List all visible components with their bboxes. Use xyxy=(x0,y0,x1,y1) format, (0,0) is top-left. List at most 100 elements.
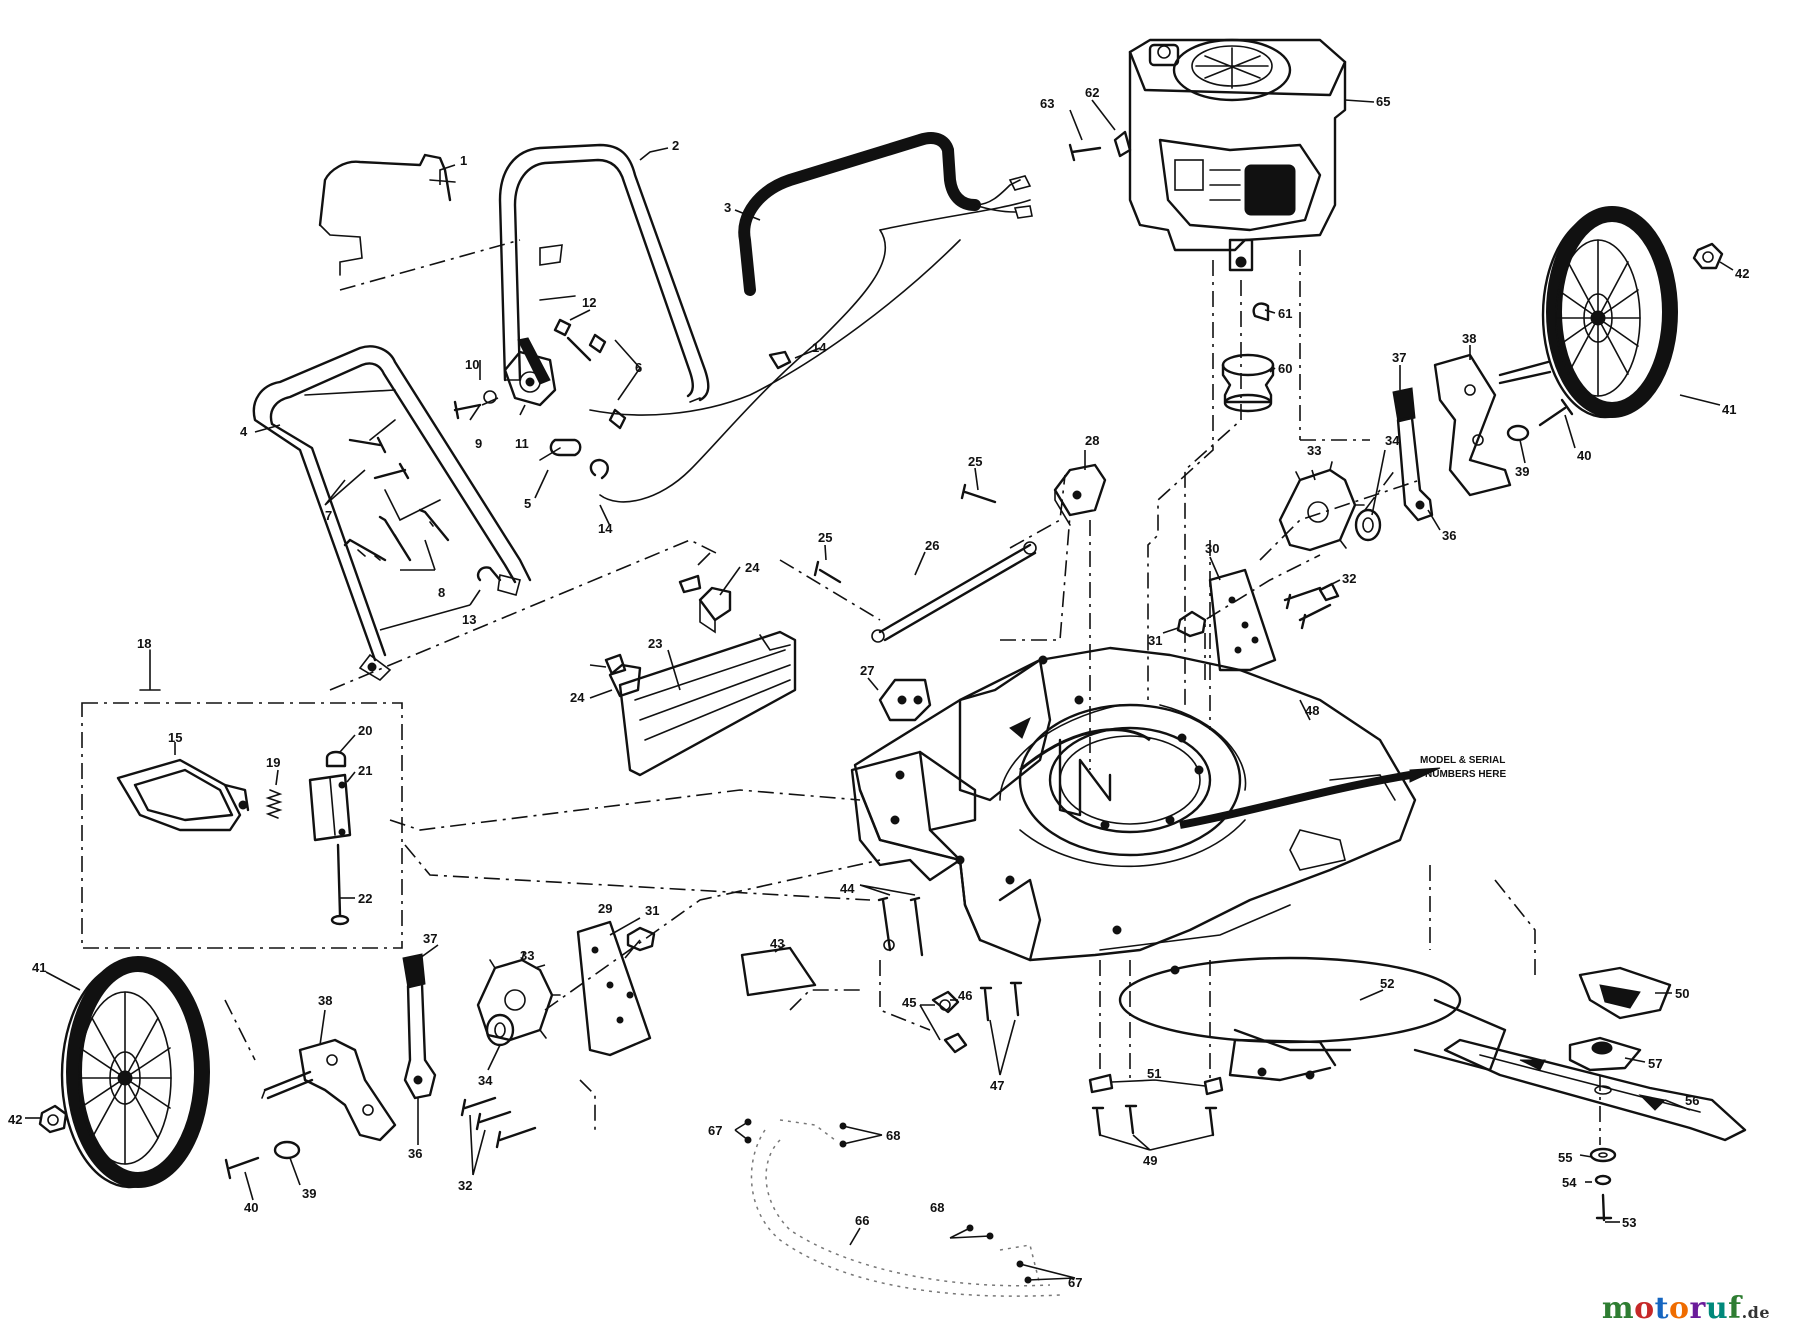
blade-deflector-50[interactable] xyxy=(1578,966,1672,1020)
bolts-45-46[interactable] xyxy=(931,990,968,1054)
plate-30[interactable] xyxy=(1208,568,1277,672)
callout-41-right: 41 xyxy=(1722,402,1736,417)
spacer-34-right[interactable] xyxy=(1354,508,1382,542)
bolts-67-68[interactable] xyxy=(744,1118,1032,1284)
lower-handle[interactable] xyxy=(252,345,532,682)
wheel-nut-42-left[interactable] xyxy=(38,1104,68,1134)
callout-32-left: 32 xyxy=(458,1178,472,1193)
wheel-hub-33-left[interactable] xyxy=(476,951,561,1042)
deck-rear-housing[interactable] xyxy=(850,750,1015,885)
blade-56[interactable] xyxy=(1443,1038,1747,1142)
wheel-nut-42-right[interactable] xyxy=(1692,242,1724,270)
callout-13: 13 xyxy=(462,612,476,627)
mulch-plug-15[interactable] xyxy=(116,758,250,832)
model-serial-note-line2: NUMBERS HERE xyxy=(1425,769,1506,780)
bolts-44[interactable] xyxy=(877,896,924,957)
callout-47: 47 xyxy=(990,1078,1004,1093)
callout-21: 21 xyxy=(358,763,372,778)
callout-labels: 1 2 3 4 5 6 7 8 9 10 11 12 13 14 14 15 1… xyxy=(8,85,1749,1290)
callout-10: 10 xyxy=(465,357,479,372)
washers-55-54-bolt-53[interactable] xyxy=(1589,1147,1617,1222)
axle-rod-26[interactable] xyxy=(813,483,1037,643)
key-61[interactable] xyxy=(1252,302,1270,322)
handle-bolts-8[interactable] xyxy=(343,508,450,562)
handle-bracket-11[interactable] xyxy=(503,337,557,407)
washer-39-bolt-40-left[interactable] xyxy=(224,1140,301,1180)
callout-19: 19 xyxy=(266,755,280,770)
bolt-51-49-set[interactable] xyxy=(1088,1073,1224,1137)
wheel-hub-33-right[interactable] xyxy=(1278,461,1365,552)
callout-68-upper: 68 xyxy=(886,1128,900,1143)
adjuster-38-left[interactable] xyxy=(261,1038,397,1142)
wheel-left-41[interactable] xyxy=(60,956,210,1189)
callout-24-lower: 24 xyxy=(570,690,585,705)
bolt-63-clip-62[interactable] xyxy=(1068,130,1132,162)
callout-29: 29 xyxy=(598,901,612,916)
rod-22[interactable] xyxy=(330,843,350,926)
callout-37-right: 37 xyxy=(1392,350,1406,365)
bolts-32-left[interactable] xyxy=(460,1096,537,1149)
callout-43: 43 xyxy=(770,936,784,951)
callout-30: 30 xyxy=(1205,541,1219,556)
callout-48: 48 xyxy=(1305,703,1319,718)
watermark-part: f xyxy=(1728,1291,1742,1326)
callout-22: 22 xyxy=(358,891,372,906)
spring-19-nut-20[interactable] xyxy=(265,750,352,842)
bolts-47[interactable] xyxy=(979,981,1023,1022)
callout-54: 54 xyxy=(1562,1175,1577,1190)
hardware-9-10[interactable] xyxy=(453,390,499,420)
callout-39-right: 39 xyxy=(1515,464,1529,479)
callout-56: 56 xyxy=(1685,1093,1699,1108)
callout-25-upper: 25 xyxy=(968,454,982,469)
bracket-27[interactable] xyxy=(878,678,932,722)
nut-31-right[interactable] xyxy=(1176,610,1207,638)
callout-25-lower: 25 xyxy=(818,530,832,545)
rear-skirt-23[interactable] xyxy=(618,630,797,777)
watermark-part: u xyxy=(1705,1291,1729,1326)
bag-frame-deflector[interactable] xyxy=(318,153,521,291)
pulley-60[interactable] xyxy=(1221,353,1275,413)
plate-29[interactable] xyxy=(576,920,652,1057)
callout-12: 12 xyxy=(582,295,596,310)
callout-9: 9 xyxy=(475,436,482,451)
control-bail-cable[interactable] xyxy=(738,132,1033,296)
blade-adapter-plate-52[interactable] xyxy=(1118,956,1507,1082)
bracket-28[interactable] xyxy=(1053,463,1107,526)
assembly-guide-lines xyxy=(224,469,1421,1130)
upper-handle[interactable] xyxy=(498,143,710,403)
wheel-right-41[interactable] xyxy=(1541,206,1678,419)
guard-66[interactable] xyxy=(750,1119,1061,1297)
callout-41-left: 41 xyxy=(32,960,46,975)
watermark-part: t xyxy=(1654,1291,1670,1326)
lever-37-36-left[interactable] xyxy=(402,953,437,1100)
callout-45: 45 xyxy=(902,995,916,1010)
callout-1: 1 xyxy=(460,153,467,168)
baffle-43[interactable] xyxy=(740,946,817,997)
spacer-34-left[interactable] xyxy=(485,1013,515,1047)
callout-51: 51 xyxy=(1147,1066,1161,1081)
watermark-logo: motoruf.de xyxy=(1602,1291,1770,1326)
callout-44: 44 xyxy=(840,881,855,896)
callout-18: 18 xyxy=(137,636,151,651)
watermark-part: m xyxy=(1601,1291,1635,1326)
callout-37-left: 37 xyxy=(423,931,437,946)
adjuster-38-right[interactable] xyxy=(1433,353,1552,497)
washer-39-bolt-40-right[interactable] xyxy=(1506,398,1574,442)
brackets-24-35[interactable] xyxy=(604,574,732,698)
blade-adapter-57[interactable] xyxy=(1568,1036,1642,1072)
lever-37-36-right[interactable] xyxy=(1392,387,1434,522)
callout-7: 7 xyxy=(325,508,332,523)
nut-31-left[interactable] xyxy=(626,926,656,952)
bolts-32-right[interactable] xyxy=(1283,582,1340,630)
clips-5-13-14[interactable] xyxy=(476,350,792,582)
callout-24-upper: 24 xyxy=(745,560,760,575)
bolts-12-6[interactable] xyxy=(553,318,627,430)
callout-32-right: 32 xyxy=(1342,571,1356,586)
callout-11: 11 xyxy=(515,436,529,451)
callout-50: 50 xyxy=(1675,986,1689,1001)
mower-deck[interactable] xyxy=(853,646,1417,975)
carriage-bolts-7[interactable] xyxy=(348,436,410,480)
engine[interactable] xyxy=(1128,38,1347,272)
callout-6: 6 xyxy=(635,360,642,375)
